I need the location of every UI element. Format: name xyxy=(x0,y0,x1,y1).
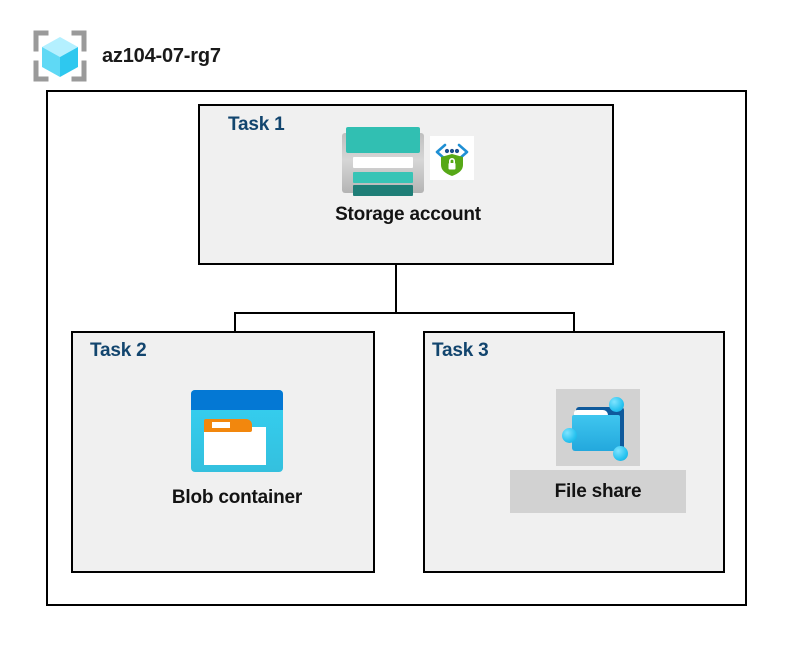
resource-group-header: az104-07-rg7 xyxy=(30,26,221,86)
file-share-selection-highlight xyxy=(556,389,640,466)
node-file-share[interactable]: File share xyxy=(510,389,686,513)
task-label-2: Task 2 xyxy=(90,340,147,361)
resource-group-boundary xyxy=(46,90,747,606)
file-share-icon xyxy=(562,395,634,461)
file-share-caption: File share xyxy=(554,480,642,502)
resource-group-name: az104-07-rg7 xyxy=(102,44,221,67)
file-share-caption-highlight: File share xyxy=(510,470,686,513)
node-blob-container[interactable]: Blob container xyxy=(152,390,322,509)
node-storage-account[interactable]: Storage account xyxy=(288,126,528,226)
connector-right-elbow xyxy=(573,312,575,333)
blob-container-icon xyxy=(191,390,283,472)
connector-left-elbow xyxy=(234,312,236,333)
connector-horizontal-bus xyxy=(234,312,575,314)
storage-icon-row xyxy=(342,126,474,196)
task-label-1: Task 1 xyxy=(228,114,285,135)
task-label-3: Task 3 xyxy=(432,340,489,361)
blob-container-caption: Blob container xyxy=(171,487,303,508)
resource-group-cube-icon xyxy=(30,27,90,85)
security-shield-lock-icon xyxy=(430,136,474,180)
connector-task1-stem xyxy=(395,265,397,313)
storage-account-caption: Storage account xyxy=(335,204,481,225)
storage-account-icon xyxy=(342,127,424,196)
